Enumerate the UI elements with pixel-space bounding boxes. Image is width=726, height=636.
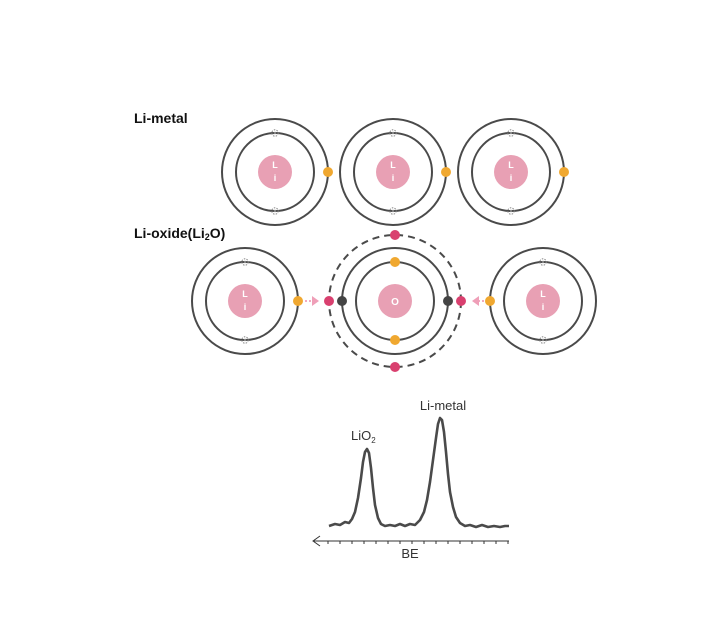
arrow-head [312,296,319,306]
peak-label-lio2: LiO2 [351,428,376,445]
li-oxide-left-li-atom: L i [191,247,303,355]
li-symbol-L: L [508,160,514,170]
oxygen-atom: O [324,230,466,372]
li-metal-atom-1: L i [221,118,333,226]
li-nucleus [228,284,262,318]
li-nucleus [376,155,410,189]
li-metal-heading-text: Li-metal [134,110,188,126]
li-symbol-i: i [244,302,247,312]
oxygen-electron [390,257,400,267]
li-metal-atom-2: L i [339,118,451,226]
transferred-electron [390,230,400,240]
li-symbol-L: L [242,289,248,299]
li-oxide-heading-subscript: 2 [204,232,210,242]
arrow-head [472,296,479,306]
li-nucleus [526,284,560,318]
valence-electron [559,167,569,177]
li-metal-atom-3: L i [457,118,569,226]
li-symbol-i: i [510,173,513,183]
li-symbol-i: i [392,173,395,183]
spectrum-curve [328,416,509,529]
transferred-electron [456,296,466,306]
transferred-electron [390,362,400,372]
x-axis-label: BE [401,546,419,561]
li-oxide-heading-suffix: O) [209,225,226,241]
transferred-electron [324,296,334,306]
valence-electron [293,296,303,306]
li-oxide-heading: Li-oxide(Li2O) [134,225,225,242]
o-symbol: O [391,297,399,308]
electron-transfer-arrow-right [472,296,486,306]
o-nucleus [378,284,412,318]
li-metal-heading: Li-metal [134,110,188,126]
x-axis-ticks [327,541,509,544]
li-symbol-L: L [540,289,546,299]
peak-label-li-metal: Li-metal [420,398,466,413]
oxygen-electron [443,296,453,306]
valence-electron [323,167,333,177]
valence-electron [485,296,495,306]
electron-transfer-arrow-left [305,296,319,306]
li-symbol-L: L [390,160,396,170]
li-nucleus [494,155,528,189]
xps-spectrum: LiO2 Li-metal BE [312,398,509,561]
valence-electron [441,167,451,177]
li-nucleus [258,155,292,189]
x-axis-arrow [312,535,321,547]
peak-label-lio2-main: LiO [351,428,371,443]
oxygen-electron [390,335,400,345]
li-oxide-right-li-atom: L i [485,247,597,355]
oxygen-electron [337,296,347,306]
li-oxide-heading-prefix: Li-oxide(Li [134,225,205,241]
li-symbol-i: i [274,173,277,183]
li-symbol-i: i [542,302,545,312]
peak-label-lio2-sub: 2 [371,436,376,445]
li-symbol-L: L [272,160,278,170]
